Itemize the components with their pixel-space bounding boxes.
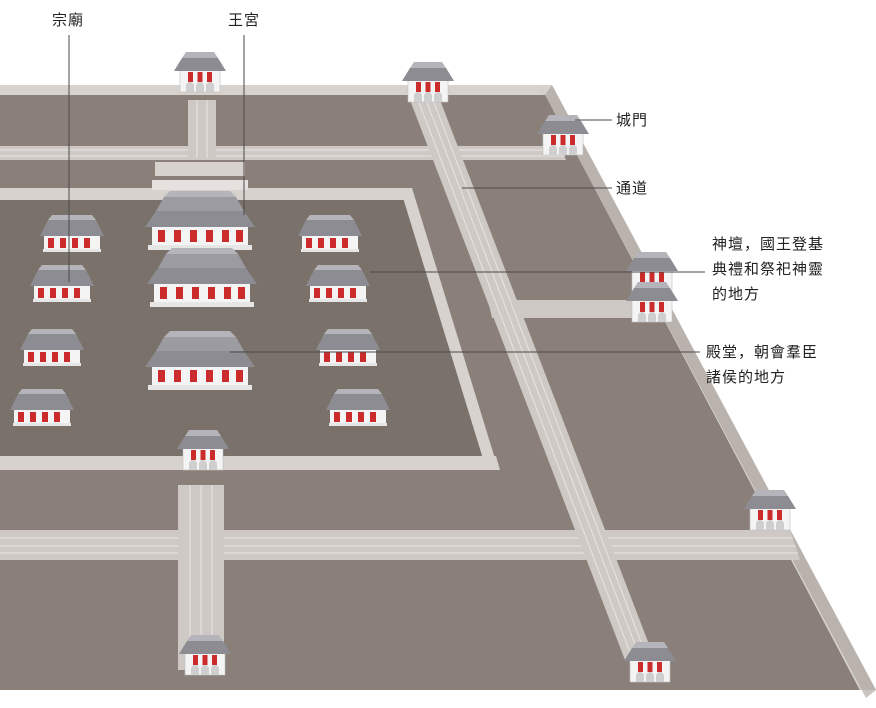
east-branch-road xyxy=(488,300,646,318)
label-altar: 神壇，國王登基 典禮和祭祀神靈 的地方 xyxy=(712,232,824,307)
label-hall-line-2: 諸侯的地方 xyxy=(706,368,787,386)
label-passage: 通道 xyxy=(616,179,649,197)
palace-wall-south xyxy=(0,456,500,470)
side-hall xyxy=(316,329,380,366)
south-road xyxy=(0,530,800,560)
palace-wall-east xyxy=(400,188,496,462)
north-road xyxy=(0,146,566,160)
label-altar-line-2: 典禮和祭祀神靈 xyxy=(712,260,825,278)
label-altar-line-1: 神壇，國王登基 xyxy=(712,235,825,253)
label-altar-line-3: 的地方 xyxy=(712,285,761,303)
temple-hall xyxy=(40,215,104,252)
label-ancestral-temple: 宗廟 xyxy=(52,11,85,29)
temple-hall xyxy=(30,265,94,302)
label-city-gate: 城門 xyxy=(616,111,649,129)
temple-hall xyxy=(10,389,74,426)
label-royal-palace: 王宮 xyxy=(228,11,261,29)
side-hall xyxy=(326,389,390,426)
north-gate-road xyxy=(188,100,216,158)
north-wall xyxy=(0,85,545,95)
palace-forecourt xyxy=(155,162,245,176)
label-hall: 殿堂，朝會羣臣 諸侯的地方 xyxy=(706,340,818,390)
label-hall-line-1: 殿堂，朝會羣臣 xyxy=(706,343,819,361)
side-hall xyxy=(298,215,362,252)
temple-hall xyxy=(20,329,84,366)
side-hall xyxy=(306,265,370,302)
